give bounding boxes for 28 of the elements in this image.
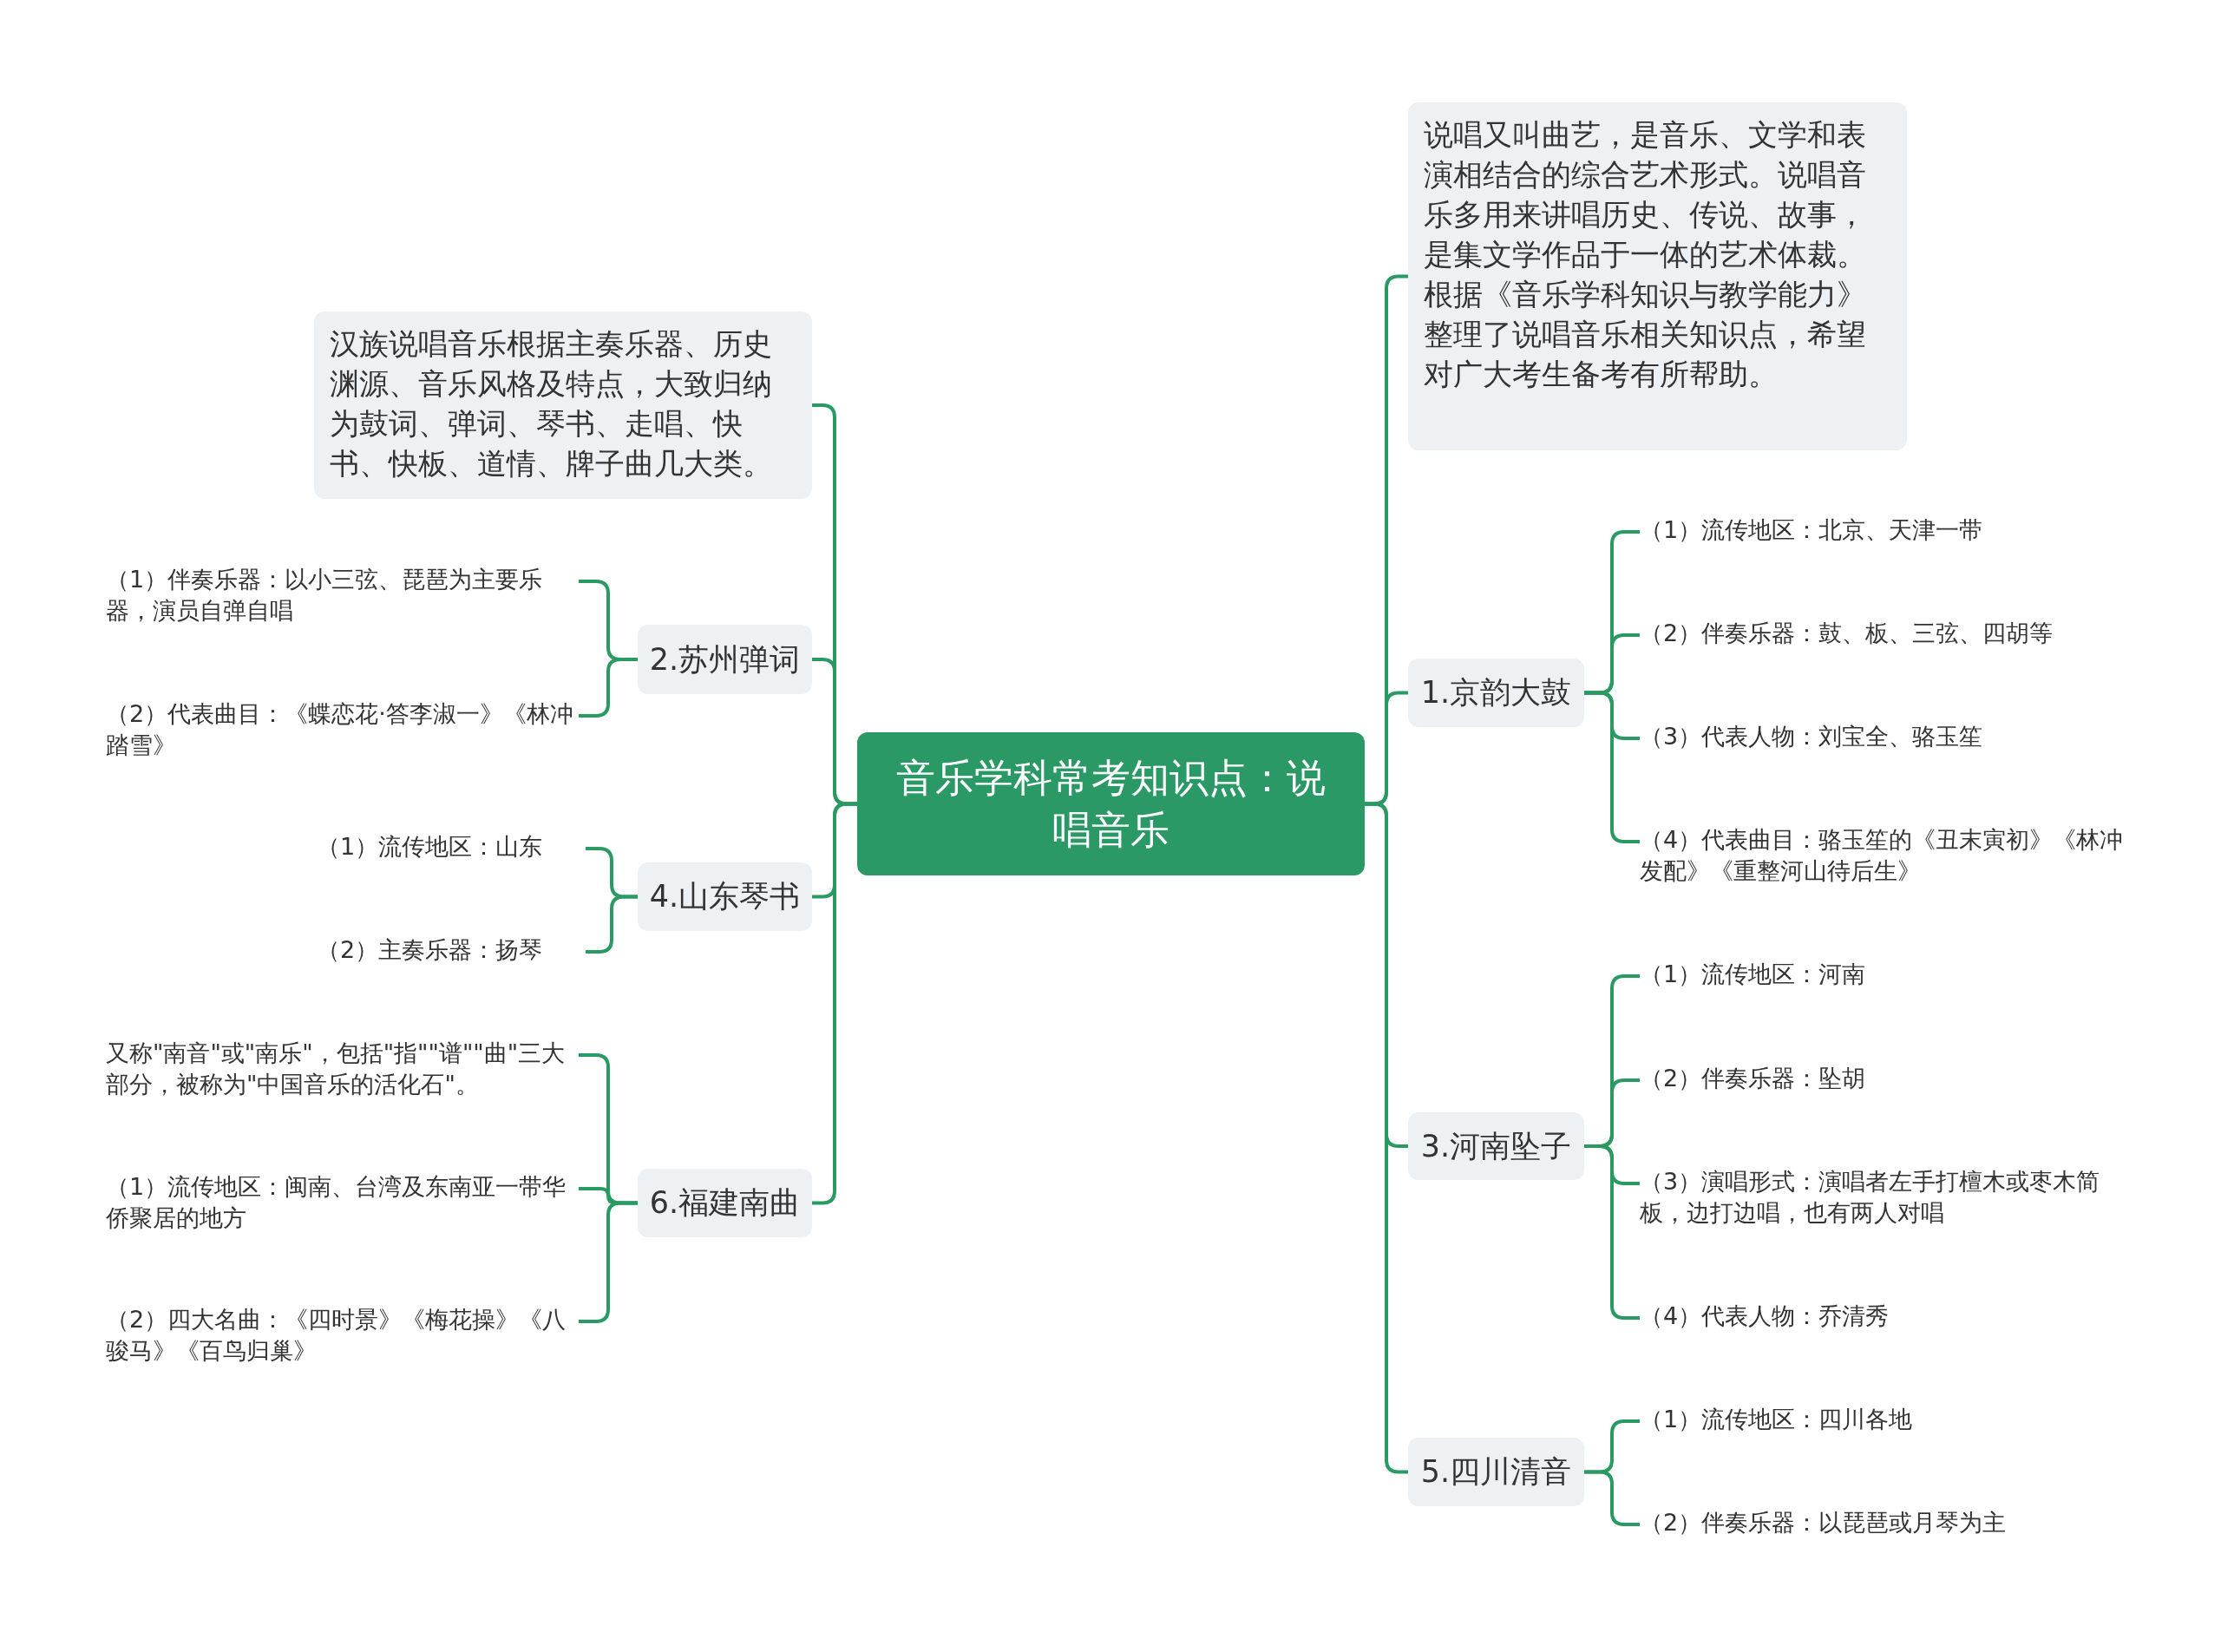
subtopic-text: （1）流传地区：四川各地 — [1640, 1404, 2126, 1439]
topic-box: 6.福建南曲 — [638, 1169, 812, 1237]
topic-box: 3.河南坠子 — [1408, 1112, 1584, 1180]
subtopic-text: （3）代表人物：刘宝全、骆玉笙 — [1640, 721, 2126, 756]
summary-box: 汉族说唱音乐根据主奏乐器、历史渊源、音乐风格及特点，大致归纳为鼓词、弹词、琴书、走唱、快书、快板、道情、牌子曲几大类。 — [314, 311, 812, 499]
central-topic-box: 音乐学科常考知识点：说唱音乐 — [857, 732, 1365, 875]
subtopic-text: （3）演唱形式：演唱者左手打檀木或枣木简板，边打边唱，也有两人对唱 — [1640, 1166, 2126, 1232]
subtopic-text: 又称"南音"或"南乐"，包括"指""谱""曲"三大部分，被称为"中国音乐的活化石"。 — [106, 1038, 579, 1104]
subtopic-text: （2）伴奏乐器：鼓、板、三弦、四胡等 — [1640, 618, 2126, 652]
topic-box: 1.京韵大鼓 — [1408, 659, 1584, 727]
topic-box: 5.四川清音 — [1408, 1438, 1584, 1506]
connector-line — [1365, 802, 1408, 1474]
subtopic-text: （1）流传地区：北京、天津一带 — [1640, 515, 2126, 549]
subtopic-text: （1）流传地区：河南 — [1640, 959, 2126, 993]
subtopic-text: （2）四大名曲：《四时景》《梅花操》《八骏马》《百鸟归巢》 — [106, 1304, 579, 1370]
subtopic-text: （2）伴奏乐器：以琵琶或月琴为主 — [1640, 1507, 2126, 1542]
summary-box: 说唱又叫曲艺，是音乐、文学和表演相结合的综合艺术形式。说唱音乐多用来讲唱历史、传说、故事，是集文学作品于一体的艺术体裁。根据《音乐学科知识与教学能力》整理了说唱音乐相关知识点，希望对广大考生备考有所帮助。 — [1408, 102, 1907, 450]
subtopic-text: （1）流传地区：山东 — [317, 831, 586, 866]
subtopic-text: （2）伴奏乐器：坠胡 — [1640, 1063, 2126, 1098]
subtopic-text: （4）代表人物：乔清秀 — [1640, 1301, 2126, 1335]
topic-box: 2.苏州弹词 — [638, 625, 812, 694]
subtopic-text: （2）代表曲目：《蝶恋花·答李淑一》《林冲踏雪》 — [106, 698, 579, 764]
topic-box: 4.山东琴书 — [638, 862, 812, 931]
subtopic-text: （2）主奏乐器：扬琴 — [317, 934, 586, 969]
subtopic-text: （1）伴奏乐器：以小三弦、琵琶为主要乐器，演员自弹自唱 — [106, 564, 579, 630]
subtopic-text: （1）流传地区：闽南、台湾及东南亚一带华侨聚居的地方 — [106, 1171, 579, 1237]
connector-line — [812, 802, 857, 1205]
subtopic-text: （4）代表曲目：骆玉笙的《丑末寅初》《林冲发配》《重整河山待后生》 — [1640, 824, 2126, 890]
